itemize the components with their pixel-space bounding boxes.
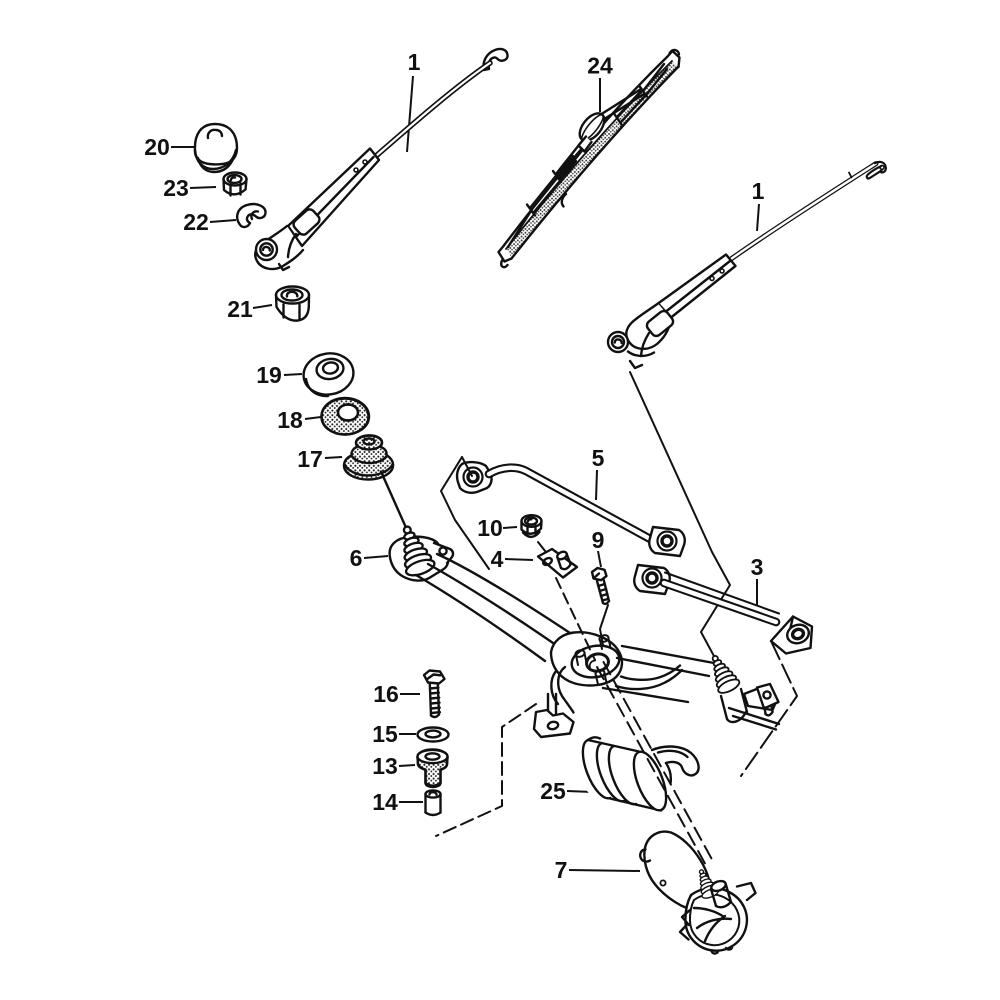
svg-text:15: 15	[372, 721, 398, 747]
svg-text:16: 16	[373, 681, 399, 707]
svg-text:20: 20	[144, 134, 170, 160]
svg-text:17: 17	[297, 446, 323, 472]
svg-text:7: 7	[555, 857, 568, 883]
svg-text:25: 25	[540, 778, 566, 804]
svg-text:1: 1	[752, 178, 765, 204]
svg-text:3: 3	[751, 554, 764, 580]
svg-text:21: 21	[227, 296, 253, 322]
svg-text:9: 9	[592, 527, 605, 553]
svg-text:5: 5	[592, 445, 605, 471]
svg-text:1: 1	[408, 49, 421, 75]
svg-text:22: 22	[183, 209, 209, 235]
svg-text:23: 23	[163, 175, 189, 201]
svg-text:10: 10	[477, 515, 503, 541]
svg-text:19: 19	[256, 362, 282, 388]
svg-text:6: 6	[350, 545, 363, 571]
svg-text:14: 14	[372, 789, 398, 815]
svg-text:24: 24	[587, 53, 613, 79]
svg-text:13: 13	[372, 753, 398, 779]
svg-text:18: 18	[277, 407, 303, 433]
svg-text:4: 4	[491, 546, 504, 572]
